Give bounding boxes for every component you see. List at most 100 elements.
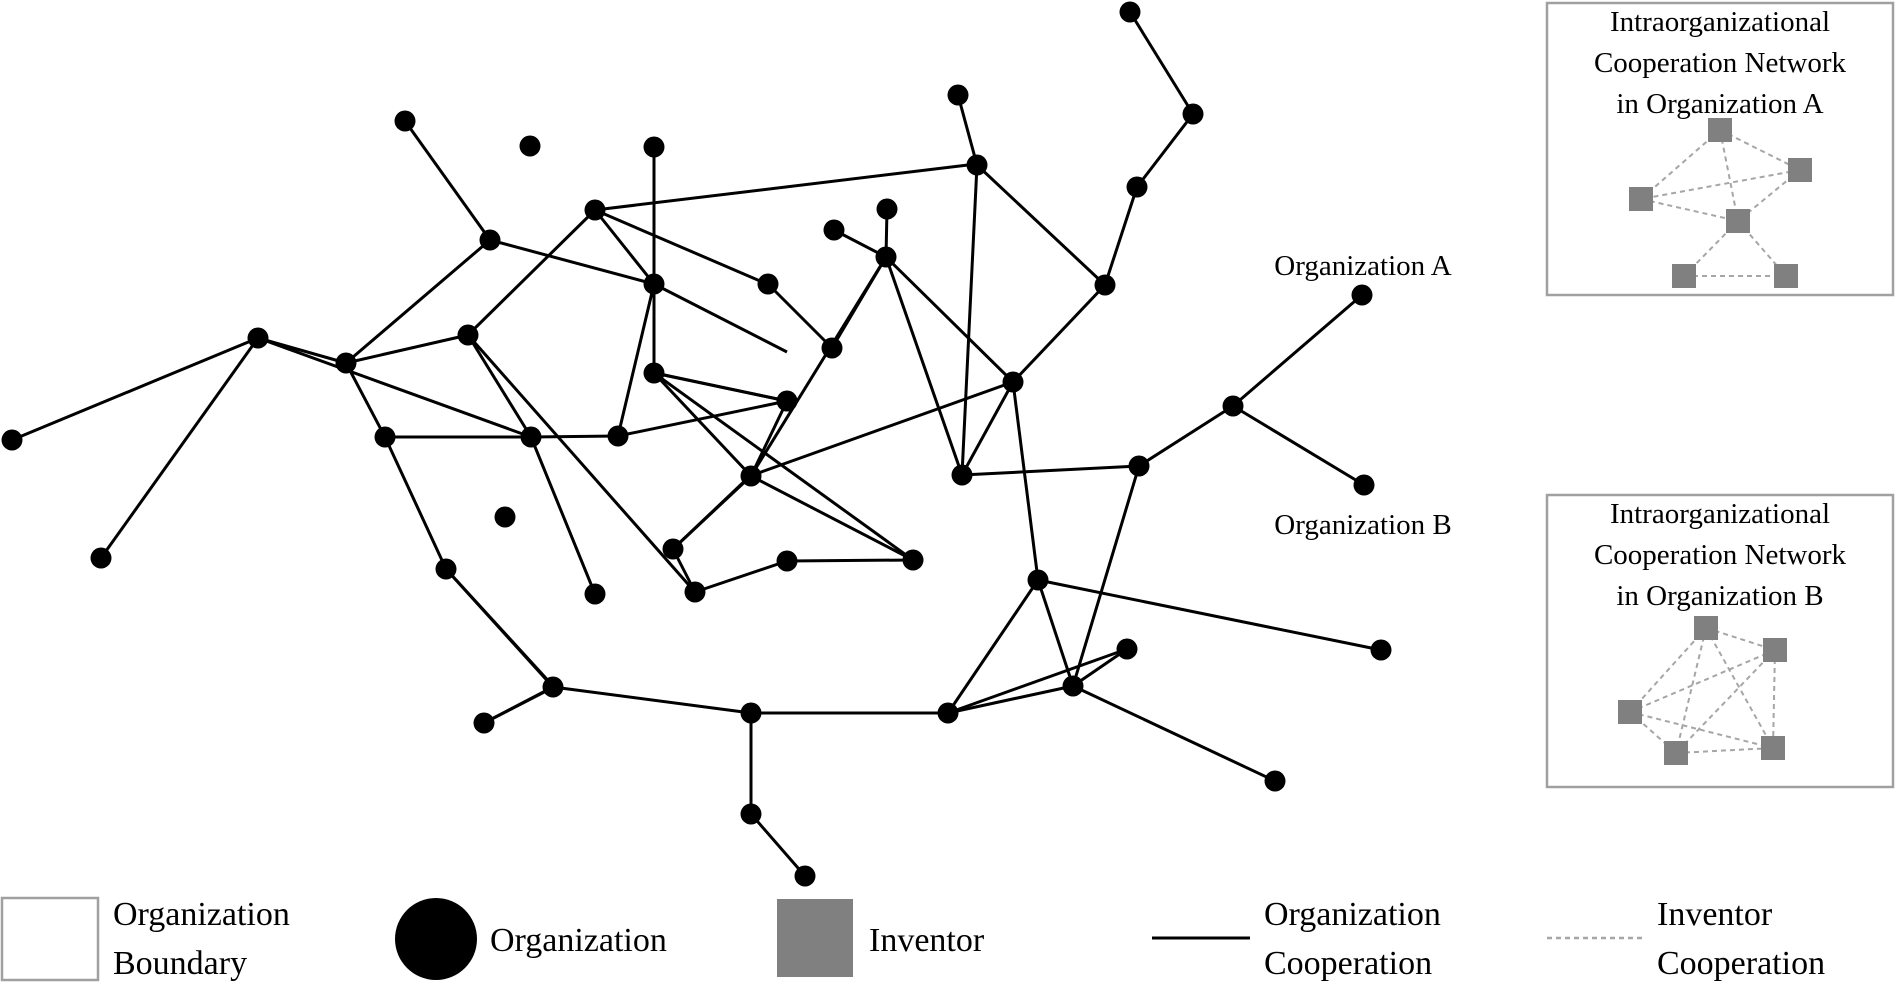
organization-node [643, 136, 665, 158]
inset-b-inventor-nodes [1618, 616, 1787, 765]
organization-node [643, 273, 665, 295]
inset-a-inventor-cooperation-edge [1640, 198, 1739, 222]
legend-boundary-swatch [0, 896, 100, 982]
legend-inventor-label: Inventor [869, 922, 985, 959]
organization-node [1002, 371, 1024, 393]
inset-b-title-line-3: in Organization B [1616, 580, 1823, 612]
legend: Organization Boundary Organization Inven… [0, 896, 1825, 982]
organization-node [875, 246, 897, 268]
organization-cooperation-edge [694, 559, 788, 594]
organization-cooperation-edge [961, 464, 1140, 477]
organization-cooperation-edge [1071, 465, 1141, 687]
organization-node [876, 198, 898, 220]
organization-node [902, 549, 924, 571]
inset-a-boundary [1545, 1, 1895, 297]
organization-cooperation-edge [594, 208, 768, 286]
organization-node [1351, 284, 1373, 306]
inset-b-inventor-cooperation-edge [1675, 747, 1774, 754]
organization-cooperation-edge [345, 238, 491, 365]
organization-cooperation-edge [1232, 404, 1365, 487]
organization-node [947, 84, 969, 106]
organization-cooperation-edge [1103, 186, 1139, 286]
organization-cooperation-edge [884, 256, 964, 476]
organization-cooperation-edge [1011, 381, 1040, 581]
organization-cooperation-edge [552, 685, 752, 715]
legend-inventor-swatch [777, 899, 853, 977]
organization-cooperation-edge [653, 282, 788, 354]
organization-cooperation-edge [529, 436, 597, 595]
organization-node [1116, 638, 1138, 660]
organization-node [435, 558, 457, 580]
organization-cooperation-edge [671, 474, 752, 551]
organization-cooperation-edge [1128, 11, 1195, 115]
organization-cooperation-edge [1037, 578, 1382, 652]
organization-cooperation-edge [654, 371, 788, 403]
organization-node [1094, 274, 1116, 296]
organization-node [584, 199, 606, 221]
inset-b-inventor-node [1694, 616, 1718, 640]
organization-node [584, 583, 606, 605]
organization-node [1128, 455, 1150, 477]
organization-cooperation-edge [960, 164, 979, 476]
organization-cooperation-edge [975, 163, 1107, 287]
inset-b-inventor-node [1618, 700, 1642, 724]
inset-b-inventor-cooperation-edge [1675, 649, 1776, 754]
organization-edges [11, 11, 1382, 877]
organization-cooperation-edge [960, 381, 1015, 476]
organization-cooperation-edge [466, 208, 597, 337]
label-organization-a: Organization A [1274, 250, 1452, 282]
organization-cooperation-edge [1135, 113, 1195, 188]
organization-node [951, 464, 973, 486]
organization-cooperation-edge [652, 371, 753, 478]
organization-node [776, 390, 798, 412]
inset-b-inventor-node [1761, 736, 1785, 760]
organization-cooperation-edge [884, 255, 1015, 384]
organization-cooperation-edge [466, 334, 697, 593]
organization-node [1126, 176, 1148, 198]
inset-a-inventor-nodes [1629, 118, 1812, 288]
inset-b-inventor-cooperation-edge [1629, 627, 1707, 713]
organization-cooperation-edge [483, 685, 554, 725]
organization-cooperation-edge [530, 434, 619, 439]
organization-node [394, 110, 416, 132]
organization-node [335, 352, 357, 374]
inset-a-title-line-2: Cooperation Network [1594, 47, 1847, 79]
organization-cooperation-edge [1036, 579, 1075, 687]
organization-node [662, 538, 684, 560]
organization-node [1119, 1, 1141, 23]
organization-node [607, 425, 629, 447]
legend-org-cooperation-label-line-1: Organization [1264, 896, 1441, 933]
inset-a-inventor-node [1774, 264, 1798, 288]
legend-boundary-label-line-1: Organization [113, 896, 290, 933]
inset-a-inventor-node [1629, 187, 1653, 211]
legend-org-cooperation-label-line-2: Cooperation [1264, 945, 1432, 982]
inset-b-inventor-cooperation-edge [1629, 711, 1774, 749]
organization-cooperation-edge [617, 399, 788, 438]
legend-inventor-cooperation-label-line-1: Inventor [1657, 896, 1773, 933]
organization-node [1353, 474, 1375, 496]
legend-organization-swatch [395, 898, 477, 980]
legend-inventor-cooperation-label-line-2: Cooperation [1657, 945, 1825, 982]
organization-node [1264, 770, 1286, 792]
organization-cooperation-edge [749, 256, 888, 477]
inset-b-boundary [1545, 493, 1895, 789]
organization-cooperation-edge [345, 333, 469, 365]
organization-node [247, 327, 269, 349]
inset-organization-b: Intraorganizational Cooperation Network … [1545, 493, 1895, 789]
organization-cooperation-edge [444, 567, 555, 689]
organization-node [643, 362, 665, 384]
organization-cooperation-edge [466, 334, 533, 438]
legend-organization-label: Organization [490, 922, 667, 959]
inset-b-title-line-1: Intraorganizational [1610, 498, 1830, 530]
organization-cooperation-edge [956, 94, 979, 166]
organization-cooperation-edge [946, 579, 1040, 714]
organization-cooperation-edge [1138, 404, 1234, 468]
organization-cooperation-edge [947, 647, 1128, 715]
inset-a-title-line-1: Intraorganizational [1610, 6, 1830, 38]
organization-cooperation-edge [1072, 684, 1276, 783]
organization-cooperation-edge [257, 336, 532, 439]
organization-node [684, 581, 706, 603]
organization-cooperation-edge [594, 163, 969, 212]
organization-node [821, 337, 843, 359]
